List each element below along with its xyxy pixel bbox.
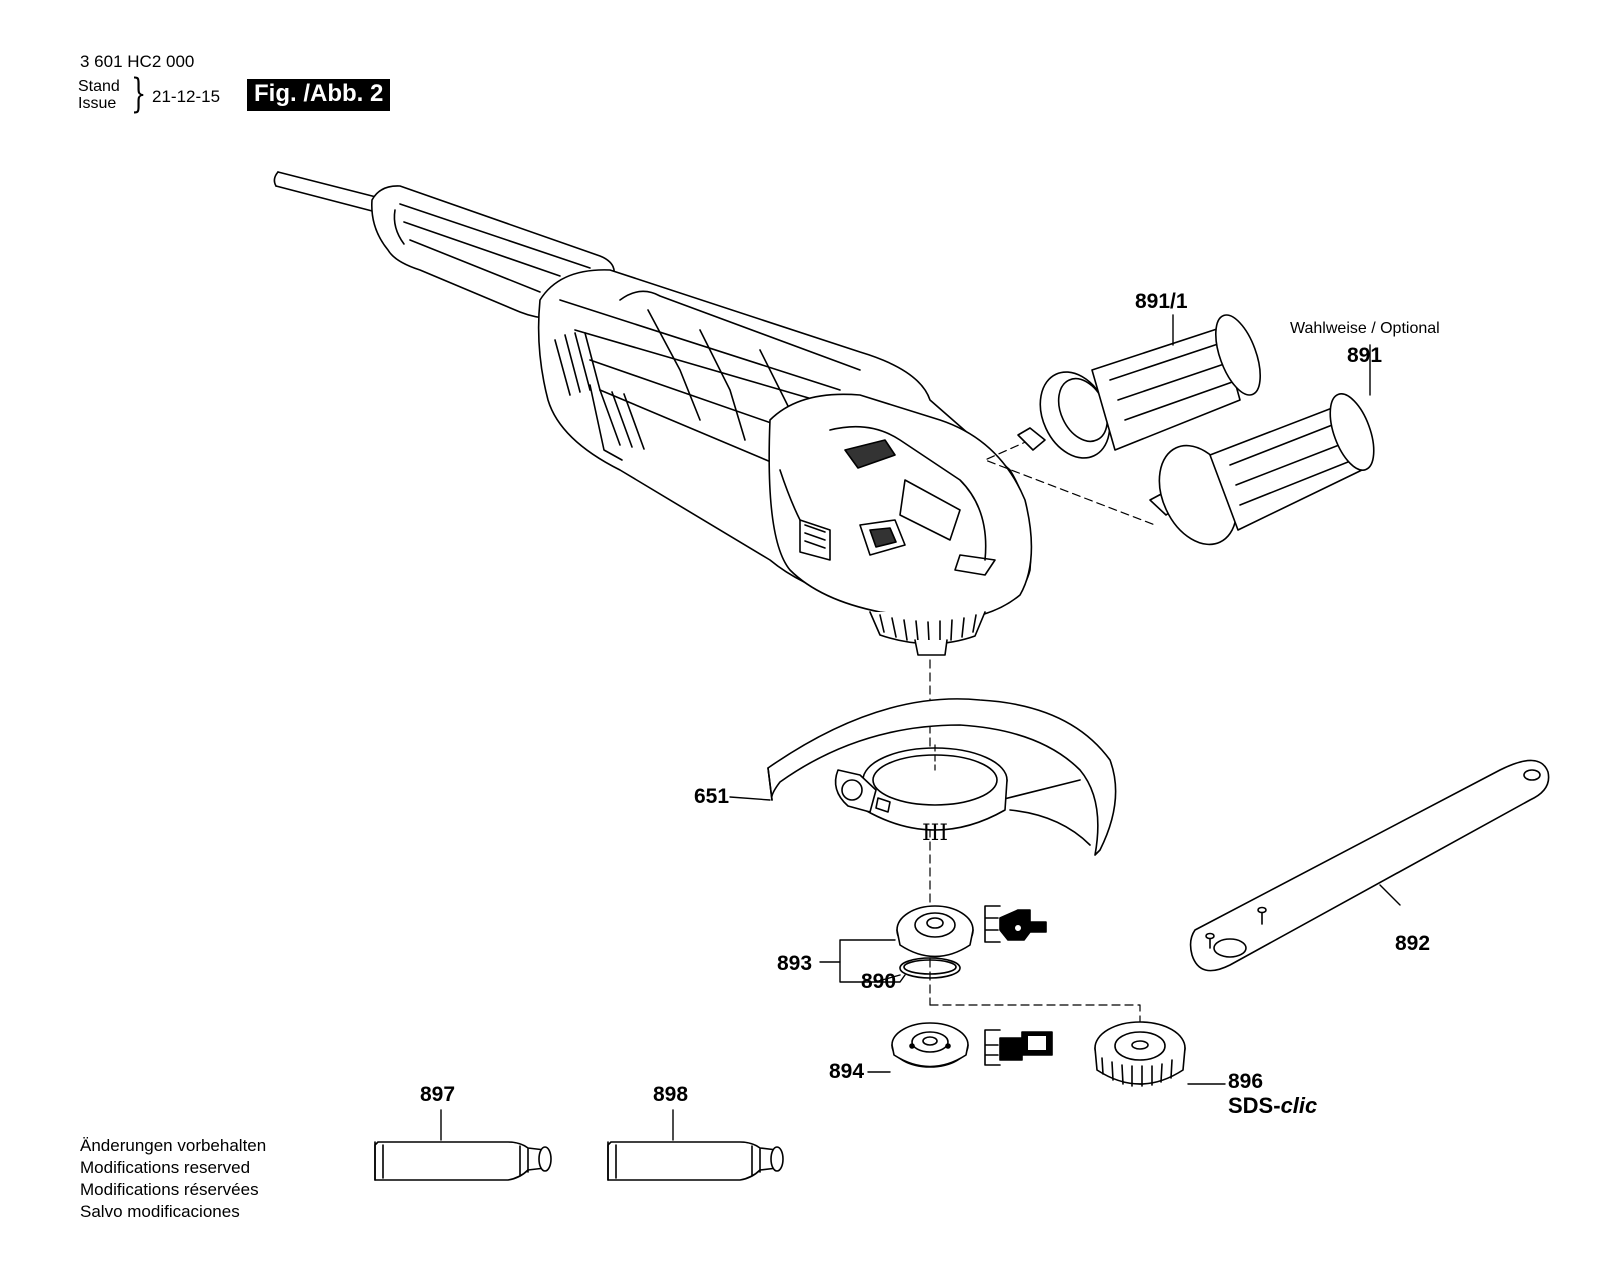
optional-note: Wahlweise / Optional [1290, 320, 1440, 337]
quick-clamping-nut-896 [1094, 1021, 1186, 1087]
note-es: Salvo modificaciones [80, 1202, 240, 1221]
sds-text: SDS- [1228, 1093, 1281, 1118]
note-en: Modifications reserved [80, 1158, 251, 1177]
grease-tube-898 [607, 1141, 784, 1181]
clic-text: clic [1280, 1093, 1318, 1118]
leader-lines [440, 314, 1401, 1141]
label-891-1: 891/1 [1135, 290, 1188, 313]
label-891: 891 [1347, 344, 1383, 367]
note-de: Änderungen vorbehalten [80, 1136, 267, 1155]
label-892: 892 [1395, 932, 1431, 955]
label-651: 651 [694, 785, 730, 808]
label-890: 890 [861, 970, 897, 993]
label-896: 896 [1228, 1070, 1264, 1093]
issue-date: 21-12-15 [152, 87, 221, 106]
stand-issue-labels: Stand Issue [78, 78, 120, 112]
modifications-note: Änderungen vorbehalten Modifications res… [80, 1135, 266, 1223]
label-893: 893 [777, 952, 813, 975]
o-ring-890 [899, 957, 961, 979]
document-number: 3 601 HC2 000 [80, 52, 195, 71]
issue-label: Issue [78, 95, 117, 112]
note-fr: Modifications réservées [80, 1180, 259, 1199]
guard-marking: III [922, 821, 948, 846]
brace-symbol: } [131, 71, 147, 117]
grease-tube-897 [374, 1141, 552, 1181]
label-894: 894 [829, 1060, 865, 1083]
label-897: 897 [420, 1083, 456, 1106]
label-898: 898 [653, 1083, 689, 1106]
sds-clic-brand: SDS-clic [1228, 1093, 1317, 1119]
stand-label: Stand [78, 78, 120, 95]
figure-badge: Fig. /Abb. 2 [247, 79, 391, 111]
mounting-flange-894 [891, 1022, 969, 1068]
guard-651 [767, 698, 1117, 856]
two-pin-spanner-892 [1189, 759, 1550, 972]
side-handle-891 [1149, 393, 1375, 546]
angle-grinder-illustration [273, 171, 1033, 656]
side-handle-891-1 [1017, 314, 1261, 459]
flange-symbol-894 [984, 1029, 1053, 1066]
flange-symbol-893 [984, 905, 1047, 943]
clamping-flange-893 [896, 905, 974, 958]
